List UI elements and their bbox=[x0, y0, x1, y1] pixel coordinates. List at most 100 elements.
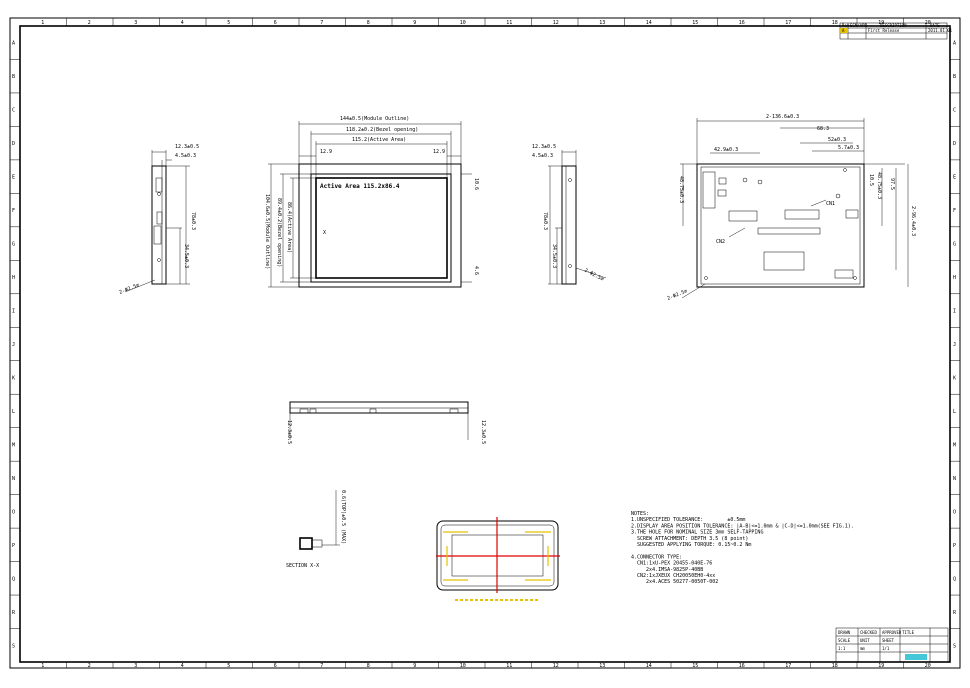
zone-row-left: M bbox=[12, 442, 15, 448]
back-dim-c: 52±0.3 bbox=[828, 137, 846, 143]
tb-scale: SCALE bbox=[838, 638, 851, 643]
left-height-dim: 78±0.3 bbox=[190, 212, 196, 230]
zone-col-top: 10 bbox=[460, 20, 466, 26]
zone-row-right: H bbox=[953, 275, 956, 281]
zone-row-left: Q bbox=[12, 576, 15, 582]
zone-row-right: F bbox=[953, 208, 956, 214]
zone-col-bottom: 14 bbox=[646, 663, 652, 669]
zone-row-right: D bbox=[953, 141, 956, 147]
zone-row-left: N bbox=[12, 476, 15, 482]
zone-row-left: B bbox=[12, 74, 15, 80]
zone-col-bottom: 11 bbox=[506, 663, 512, 669]
back-left-vertical: 48.75±0.3 bbox=[678, 176, 684, 203]
rev-highlight bbox=[840, 28, 848, 33]
note-line: 1.UNSPECIFIED TOLERANCE: ±0.5mm bbox=[631, 517, 745, 523]
zone-row-right: P bbox=[953, 543, 956, 549]
right-margin-dim: 12.9 bbox=[433, 149, 445, 155]
zone-col-bottom: 5 bbox=[227, 663, 230, 669]
note-line: CN2:1xJXEUX CH20050EH0-4xx bbox=[631, 573, 715, 579]
zone-row-right: R bbox=[953, 610, 957, 616]
tb-unit: UNIT bbox=[860, 638, 870, 643]
note-line: 4.CONNECTOR TYPE: bbox=[631, 554, 682, 560]
zone-col-bottom: 17 bbox=[785, 663, 791, 669]
zone-col-top: 7 bbox=[320, 20, 323, 26]
right-side-view: 12.3±0.5 4.5±0.3 78±0.3 34.5±0.3 2-Φ2.5∅ bbox=[532, 144, 607, 285]
left-side-view: 12.3±0.5 4.5±0.3 78±0.3 34.5±0.3 2-Φ2.5∅ bbox=[119, 144, 200, 296]
bezel-opening-width: 118.2±0.2(Bezel opening) bbox=[346, 127, 418, 133]
zone-col-bottom: 9 bbox=[413, 663, 416, 669]
zone-col-top: 3 bbox=[134, 20, 137, 26]
zone-col-bottom: 7 bbox=[320, 663, 323, 669]
zone-col-bottom: 20 bbox=[925, 663, 931, 669]
zone-col-top: 18 bbox=[832, 20, 838, 26]
zone-col-bottom: 4 bbox=[181, 663, 184, 669]
zone-col-top: 15 bbox=[692, 20, 698, 26]
tb-sheet-value: 1/1 bbox=[882, 646, 890, 651]
zone-col-top: 11 bbox=[506, 20, 512, 26]
active-area-width: 115.2(Active Area) bbox=[352, 137, 406, 143]
right-height-dim: 78±0.3 bbox=[542, 212, 548, 230]
zone-row-right: L bbox=[953, 409, 956, 415]
tb-approved: APPROVED bbox=[882, 630, 902, 635]
note-line: NOTES: bbox=[631, 511, 649, 517]
zone-col-top: 17 bbox=[785, 20, 791, 26]
right-bezel-dim: 4.5±0.3 bbox=[532, 153, 553, 159]
zone-row-left: S bbox=[12, 643, 15, 649]
active-area-label: Active Area 115.2x86.4 bbox=[320, 183, 400, 190]
zone-row-left: F bbox=[12, 208, 15, 214]
zone-row-right: I bbox=[953, 309, 956, 315]
zone-col-bottom: 13 bbox=[599, 663, 605, 669]
left-bezel-dim: 4.5±0.3 bbox=[175, 153, 196, 159]
description-header: DESCRIPTION bbox=[880, 23, 907, 28]
zone-row-left: O bbox=[12, 509, 15, 515]
bottom-right-dim: 12.3±0.5 bbox=[480, 420, 486, 444]
zone-col-top: 5 bbox=[227, 20, 230, 26]
zone-row-left: R bbox=[12, 610, 16, 616]
back-dim-b: 42.9±0.3 bbox=[714, 147, 738, 153]
zone-row-right: J bbox=[953, 342, 956, 348]
zone-col-bottom: 1 bbox=[41, 663, 44, 669]
connector-cn1: CN1 bbox=[826, 201, 835, 207]
zone-row-left: K bbox=[12, 375, 15, 381]
section-dim: 0.6(TOP)±0.5 (MAX) bbox=[340, 490, 346, 544]
zone-row-left: H bbox=[12, 275, 15, 281]
note-line: SUGGESTED APPLYING TORQUE: 0.15~0.2 Nm bbox=[631, 542, 751, 548]
ecn-header: ECN/APR bbox=[850, 23, 867, 28]
back-top-offset: 10.5 bbox=[868, 174, 874, 186]
zone-row-left: E bbox=[12, 175, 15, 181]
right-depth-dim: 12.3±0.5 bbox=[532, 144, 556, 150]
bottom-left-dim: 12.3±0.5 bbox=[286, 420, 292, 444]
module-outline-height: 104.6±0.5(Module Outline) bbox=[264, 194, 270, 269]
tb-unit-value: mm bbox=[860, 646, 865, 651]
zone-col-top: 16 bbox=[739, 20, 745, 26]
module-outline-width: 144±0.5(Module Outline) bbox=[340, 116, 409, 122]
tb-sheet: SHEET bbox=[882, 638, 895, 643]
note-line: 2x4.IMSA-9825P-40BB bbox=[631, 567, 703, 573]
back-half-width: 68.3 bbox=[817, 126, 829, 132]
zone-col-bottom: 12 bbox=[553, 663, 559, 669]
top-offset-dim: 10.6 bbox=[473, 178, 479, 190]
left-hole-dim: 2-Φ2.5∅ bbox=[119, 282, 141, 295]
inner-border bbox=[19, 25, 951, 663]
zone-col-top: 8 bbox=[367, 20, 370, 26]
back-hole-dim: 2-Φ2.5∅ bbox=[667, 288, 689, 301]
zone-col-bottom: 2 bbox=[88, 663, 91, 669]
note-line: 3.THE HOLE FOR NOMINAL SIZE 3mm SELF-TAP… bbox=[631, 530, 763, 536]
left-offset-dim: 34.5±0.3 bbox=[183, 244, 189, 268]
zone-row-left: J bbox=[12, 342, 15, 348]
zone-row-left: I bbox=[12, 309, 15, 315]
back-total-width: 2-136.6±0.3 bbox=[766, 114, 799, 120]
zone-col-bottom: 3 bbox=[134, 663, 137, 669]
notes-block: NOTES:1.UNSPECIFIED TOLERANCE: ±0.5mm2.D… bbox=[631, 511, 854, 585]
bottom-offset-dim: 4.6 bbox=[473, 266, 479, 275]
back-right-vertical-2: 97.5 bbox=[889, 178, 895, 190]
rev-value: A bbox=[842, 28, 845, 33]
section-xx: 0.6(TOP)±0.5 (MAX) SECTION X-X bbox=[286, 490, 346, 569]
zone-row-left: L bbox=[12, 409, 15, 415]
front-view: 144±0.5(Module Outline) 118.2±0.2(Bezel … bbox=[264, 116, 479, 288]
